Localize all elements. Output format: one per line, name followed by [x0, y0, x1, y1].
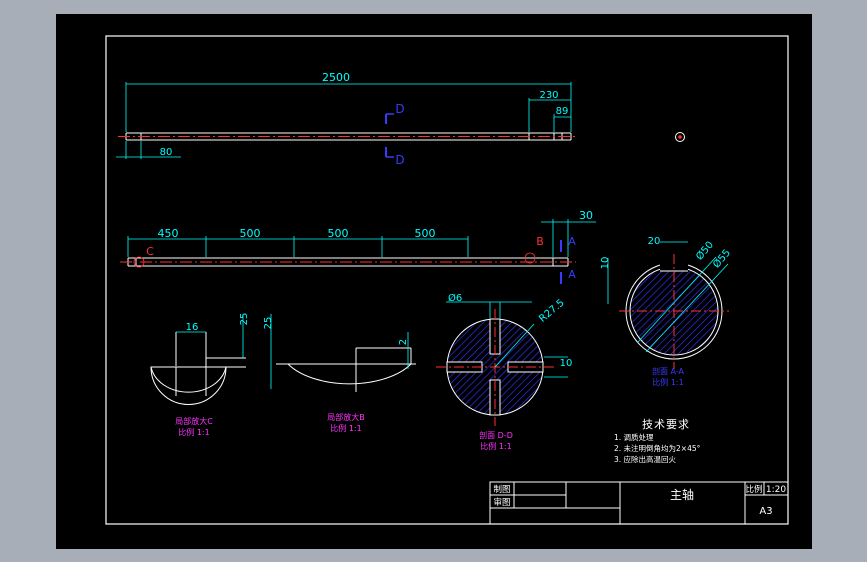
- dim-500-a: 500: [240, 227, 261, 240]
- cad-drawing: 2500 230 89 80 D D: [105, 35, 789, 525]
- detail-b-view: 25 2 局部放大B 比例 1:1: [263, 314, 416, 433]
- technical-requirements: 技术要求 1. 调质处理 2. 未注明倒角均为2×45° 3. 应除出高温回火: [614, 418, 701, 464]
- section-a-view: 20 10 Ø50 Ø55 剖面 A-A 比例 1:1: [600, 236, 733, 387]
- dim-450: 450: [158, 227, 179, 240]
- detail-b-scale: 比例 1:1: [330, 423, 361, 433]
- drawn-by-label: 制图: [493, 484, 510, 495]
- detail-mark-b: B: [536, 235, 544, 248]
- section-mark-a-bottom: A: [568, 268, 576, 281]
- section-d-view: Ø6 R27.5 10 剖面 D-D 比例 1:1: [436, 292, 572, 451]
- detail-c-scale: 比例 1:1: [178, 427, 209, 437]
- checked-by-label: 审图: [493, 497, 510, 508]
- drawing-border: [105, 35, 789, 525]
- dim-89: 89: [556, 106, 569, 117]
- dim-500-b: 500: [328, 227, 349, 240]
- origin-marker: [675, 132, 685, 142]
- section-a-scale: 比例 1:1: [652, 377, 683, 387]
- tech-req-item: 2. 未注明倒角均为2×45°: [614, 443, 701, 453]
- section-d-dim-10: 10: [560, 358, 573, 369]
- sheet-size: A3: [759, 506, 772, 517]
- dim-80: 80: [160, 147, 173, 158]
- detail-b-dim-2: 2: [398, 339, 409, 345]
- section-d-scale: 比例 1:1: [480, 441, 511, 451]
- dim-230: 230: [539, 90, 558, 101]
- drawing-sheet: 2500 230 89 80 D D: [56, 14, 812, 549]
- dim-500-c: 500: [415, 227, 436, 240]
- section-mark-d-top: D: [395, 102, 404, 116]
- section-mark-d-bottom: D: [395, 153, 404, 167]
- tech-req-title: 技术要求: [642, 418, 690, 431]
- section-a-dim-20: 20: [648, 236, 661, 247]
- section-a-label: 剖面 A-A: [652, 366, 685, 376]
- scale-value: 1:20: [766, 485, 786, 495]
- section-d-dia-6: Ø6: [448, 292, 462, 304]
- scale-label: 比例: [745, 484, 762, 495]
- detail-c-dim-25: 25: [239, 313, 250, 326]
- part-name: 主轴: [670, 487, 694, 502]
- middle-shaft-view: 450 500 500 500 30 A A C B: [120, 209, 596, 284]
- detail-c-label: 局部放大C: [175, 416, 213, 426]
- tech-req-item: 1. 调质处理: [614, 432, 654, 442]
- section-d-radius: R27.5: [537, 298, 566, 325]
- section-a-dia-55: Ø55: [711, 247, 733, 271]
- tech-req-item: 3. 应除出高温回火: [614, 454, 677, 464]
- title-block: 制图 审图 主轴 比例 1:20 A3: [489, 481, 789, 525]
- top-shaft-view: 2500 230 89 80 D D: [116, 71, 578, 167]
- section-a-dim-10: 10: [600, 257, 611, 270]
- section-mark-a-top: A: [568, 235, 576, 248]
- dim-30: 30: [579, 209, 593, 222]
- detail-b-dim-25: 25: [263, 317, 274, 330]
- detail-b-label: 局部放大B: [327, 412, 365, 422]
- section-a-dia-50: Ø50: [694, 239, 716, 263]
- detail-c-dim-16: 16: [186, 322, 199, 333]
- detail-c-view: 16 25 局部放大C 比例 1:1: [150, 313, 250, 437]
- section-d-label: 剖面 D-D: [479, 430, 513, 440]
- dim-2500: 2500: [322, 71, 350, 84]
- detail-mark-c: C: [146, 245, 154, 258]
